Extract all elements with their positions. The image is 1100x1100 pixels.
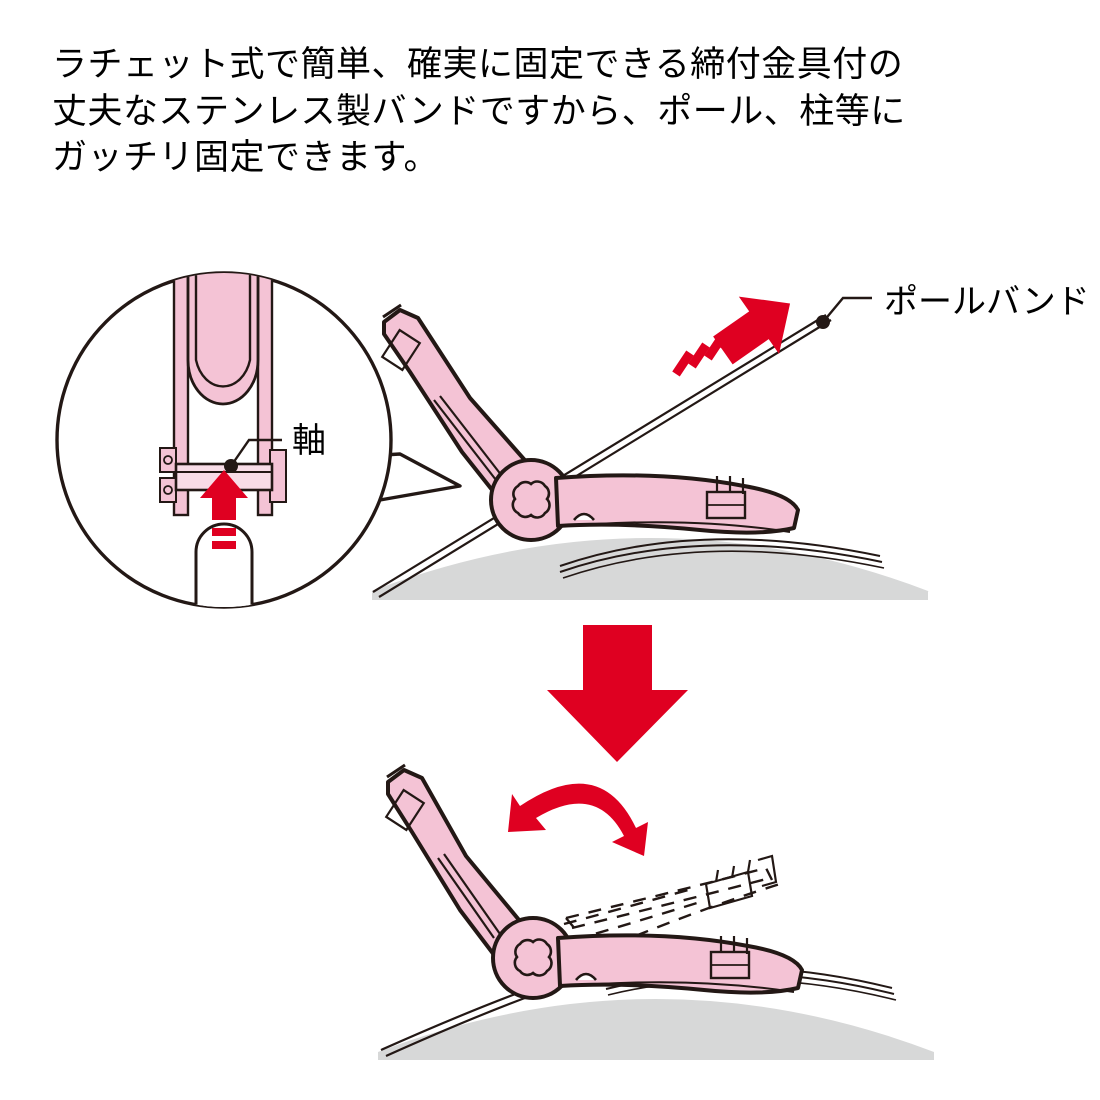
clamp-lower-jaw-lower — [556, 933, 804, 995]
label-shaft: 軸 — [292, 421, 326, 461]
pivot-flower-icon — [511, 480, 551, 519]
upper-panel: ポールバンド — [55, 271, 1090, 609]
pole-surface-lower — [378, 999, 934, 1060]
pivot-flower-icon-lower — [513, 938, 553, 977]
ghost-ratchet-block — [704, 854, 778, 910]
pole-stub — [194, 522, 254, 607]
magnified-circle-callout: 軸 — [55, 271, 462, 609]
large-red-down-arrow — [547, 625, 688, 762]
lower-panel — [378, 763, 934, 1060]
label-pole-band: ポールバンド — [884, 282, 1090, 322]
callout-contents — [159, 273, 287, 607]
red-insert-arrow — [200, 470, 248, 549]
ratchet-teeth-block-upper — [705, 476, 747, 520]
jaw-notch-lower — [575, 972, 597, 981]
lever-detail-rect-lower — [384, 788, 426, 832]
arrow-stripe-trail — [672, 318, 758, 377]
pole-band-strap-upper — [372, 314, 885, 598]
red-pull-arrow — [672, 296, 791, 377]
shaft-leader — [224, 438, 282, 473]
pole-band-leader — [816, 296, 872, 329]
jaw-notch — [573, 512, 595, 521]
pole-surface-upper — [371, 538, 929, 600]
lever-detail-rect — [380, 328, 422, 372]
clamp-lower-jaw-upper — [554, 473, 800, 535]
ratchet-teeth-block-lower — [709, 936, 751, 980]
page-caption: ラチェット式で簡単、確実に固定できる締付金具付の 丈夫なステンレス製バンドですか… — [52, 45, 906, 179]
red-double-arc-arrow — [508, 783, 648, 856]
